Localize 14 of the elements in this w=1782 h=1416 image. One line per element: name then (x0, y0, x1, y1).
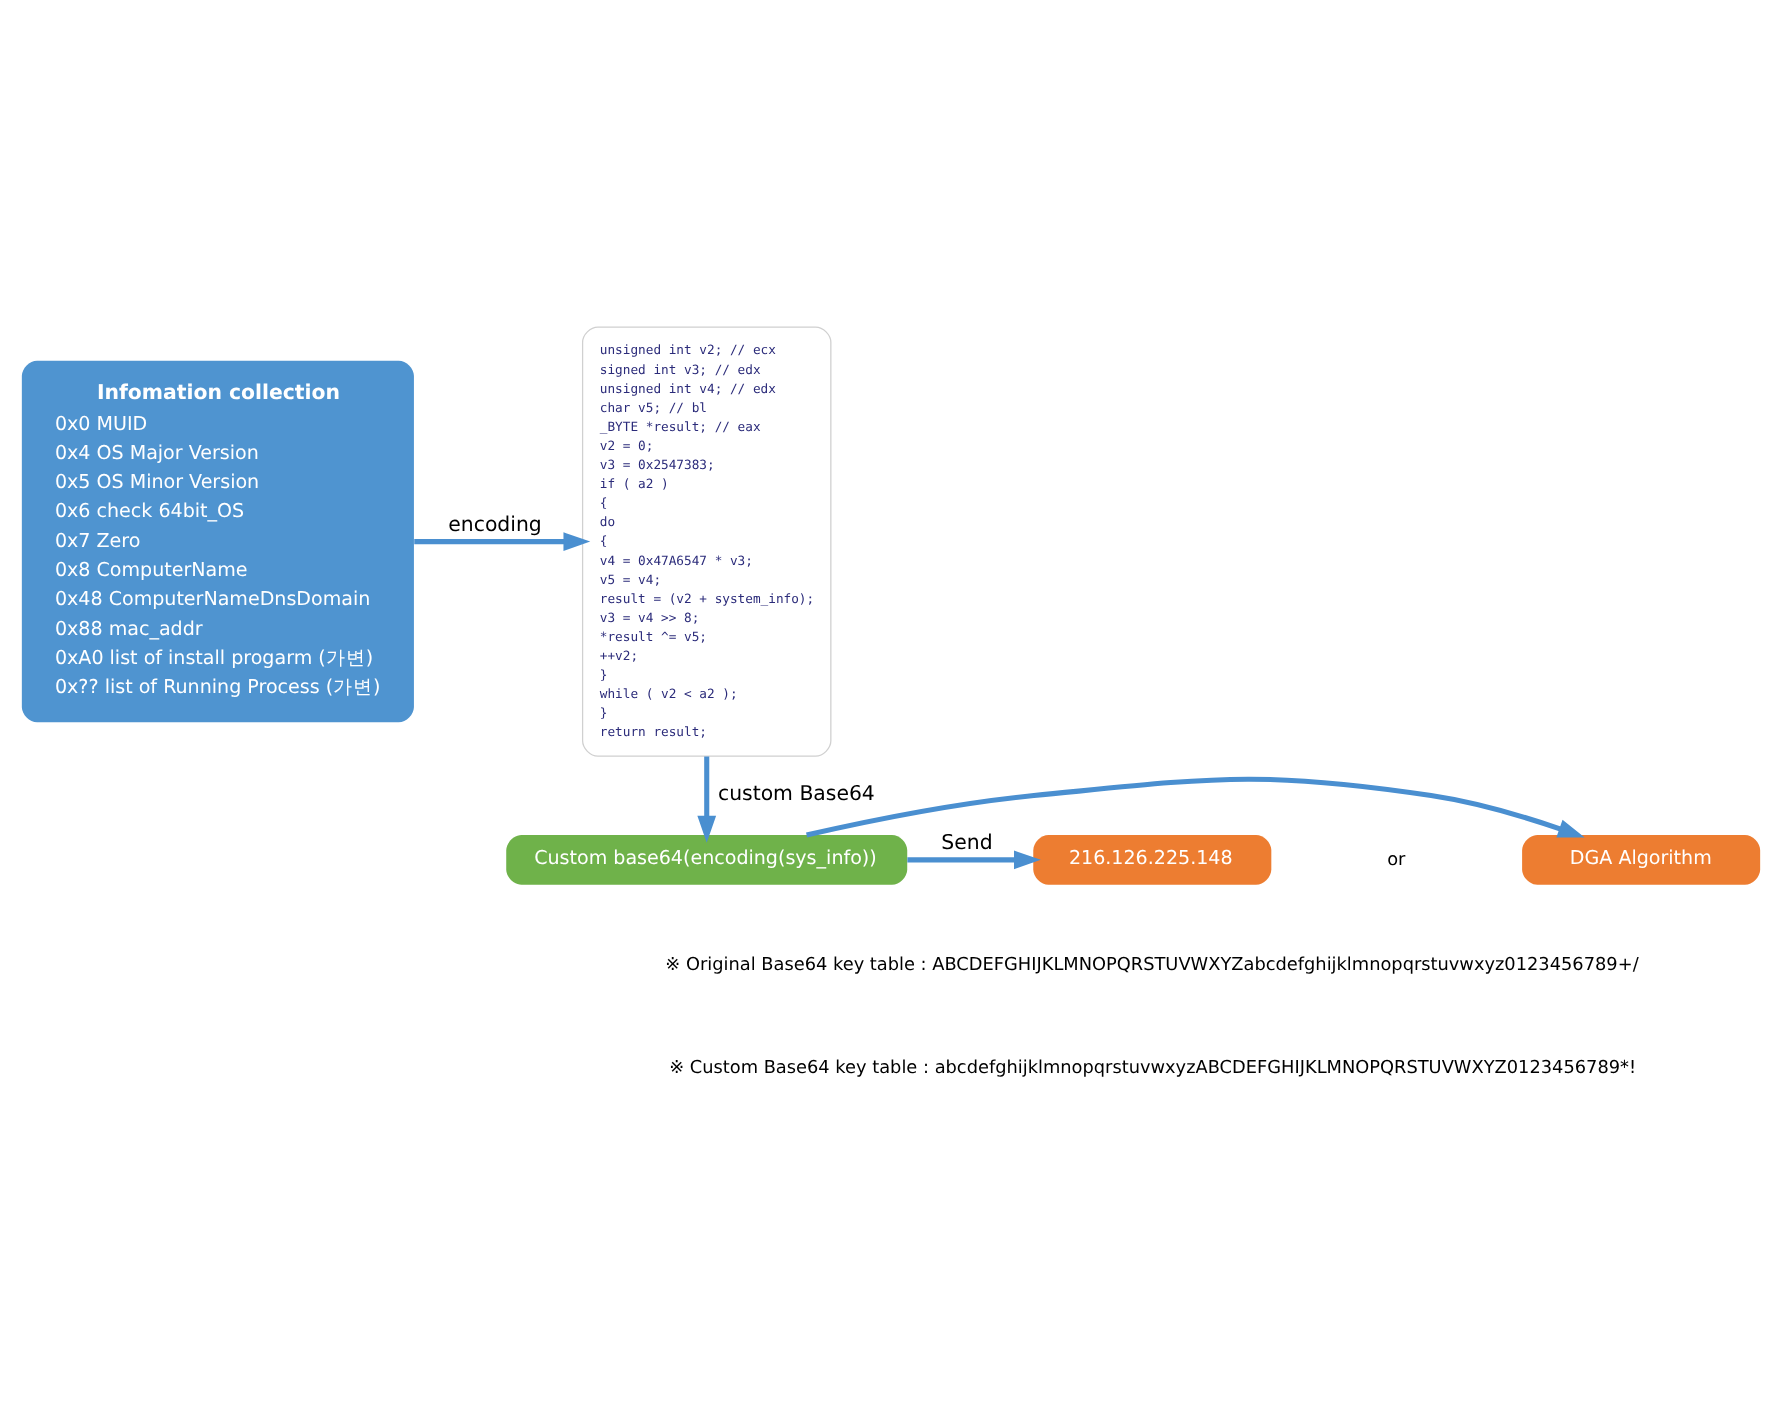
edge-label: custom Base64 (717, 783, 875, 806)
label: or (1387, 849, 1406, 870)
label: ※ Custom Base64 key table : abcdefghijklmnopqrstuvwxyzABCDEFGHIJKLMNOPQRSTUVWXYZ0123456789*! (669, 1057, 1637, 1078)
edge-label: Send (941, 832, 993, 855)
arrow (414, 531, 591, 550)
arrow (697, 755, 717, 842)
edge-label: encoding (448, 514, 542, 537)
label: ※ Original Base64 key table : ABCDEFGHIJKLMNOPQRSTUVWXYZabcdefghijklmnopqrstuvwxyz0123456789+/ (665, 954, 1639, 975)
arrow (907, 849, 1041, 869)
node-box: Infomation collection 0x0 MUID 0x4 OS Major Version 0x5 OS Minor Version 0x6 check 64bit_OS 0x7 Zero 0x8 ComputerName 0x48 ComputerNameDnsDomain 0x88 mac_addr 0xA0 list of install progarm (가변) 0x?? list of Running Process (가변) (21, 359, 414, 722)
arrow (806, 775, 1585, 837)
node-box: DGA Algorithm (1522, 834, 1761, 884)
node-box: Custom base64(encoding(sys_info)) (506, 834, 908, 884)
node-box: 216.126.225.148 (1033, 834, 1272, 884)
